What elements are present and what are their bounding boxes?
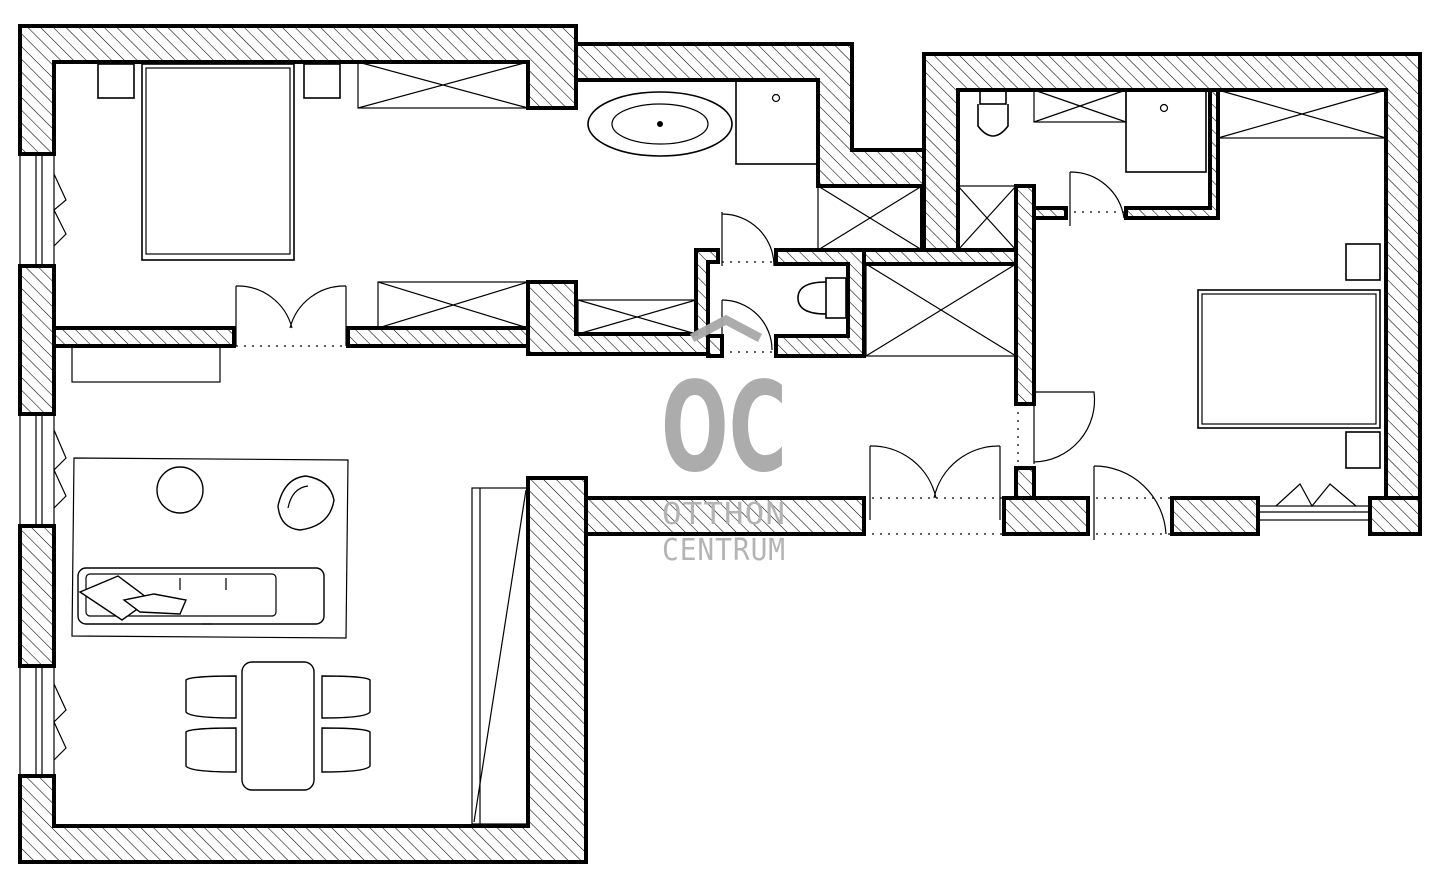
watermark-line2: CENTRUM — [662, 533, 786, 568]
wall-right-bottom-3 — [1368, 496, 1422, 536]
watermark: OC OTTHON CENTRUM — [661, 314, 787, 568]
toilet-right — [977, 89, 1009, 137]
doors — [235, 171, 1172, 540]
dining-chairs — [185, 675, 371, 773]
wall-shower-divider — [862, 248, 1018, 266]
window-left-2 — [19, 413, 67, 527]
shower-tray-left — [735, 79, 819, 165]
sideboard — [71, 345, 221, 383]
window-right-bottom — [1257, 483, 1371, 521]
wall-vertical-divider — [1014, 184, 1036, 406]
wardrobe-right — [1217, 89, 1387, 139]
wall-right-bottom-1 — [1002, 496, 1090, 536]
window-left-3 — [19, 665, 67, 777]
furniture — [71, 61, 1387, 825]
watermark-line1: OTTHON — [662, 497, 786, 532]
shower-tray-right — [1125, 89, 1207, 173]
closet-right-small — [957, 185, 1017, 251]
door-entry — [864, 445, 1004, 535]
sofa — [77, 567, 325, 625]
door-bathroom — [721, 212, 776, 267]
wall-corridor-bottom — [584, 496, 866, 536]
wardrobe-top — [357, 61, 529, 109]
wall-wc — [774, 248, 866, 358]
wall-bathroom-top — [574, 42, 958, 252]
wall-right-bath — [1032, 206, 1068, 220]
wall-top-left — [18, 24, 578, 156]
wall-inner-bed-living-2 — [346, 326, 530, 348]
watermark-house-icon — [689, 314, 763, 342]
door-right-bath — [1066, 171, 1126, 226]
wall-wc-left — [706, 334, 724, 358]
window-left-1 — [19, 153, 67, 267]
door-second-entry — [1088, 465, 1172, 540]
wall-vertical-stub — [1014, 466, 1036, 500]
toilet-central — [797, 277, 847, 319]
wall-bottom-left — [18, 476, 588, 864]
wall-central-block — [526, 248, 720, 356]
door-bedroom-left — [235, 285, 347, 347]
living-rug — [71, 457, 349, 639]
double-bed-right — [1197, 243, 1381, 469]
wall-left-2 — [18, 524, 56, 668]
armchair — [277, 475, 335, 531]
watermark-logo: OC — [661, 356, 787, 500]
wall-inner-bed-living-1 — [52, 326, 236, 348]
wall-right-bottom-2 — [1170, 496, 1260, 536]
closet-hall — [817, 185, 923, 251]
closet-corridor — [865, 263, 1017, 357]
wardrobe-bottom — [377, 281, 529, 329]
double-bed-left — [97, 63, 341, 261]
bathtub — [587, 91, 733, 157]
shelf-right-bath — [1033, 89, 1127, 123]
wall-left-1 — [18, 264, 56, 416]
door-right-bedroom — [1017, 391, 1096, 468]
wardrobe-living — [471, 487, 529, 825]
wall-right-bath-2 — [1124, 88, 1220, 220]
side-table — [156, 466, 204, 514]
windows — [19, 153, 1371, 777]
dining-table — [241, 661, 315, 791]
cabinet-central — [577, 299, 697, 335]
